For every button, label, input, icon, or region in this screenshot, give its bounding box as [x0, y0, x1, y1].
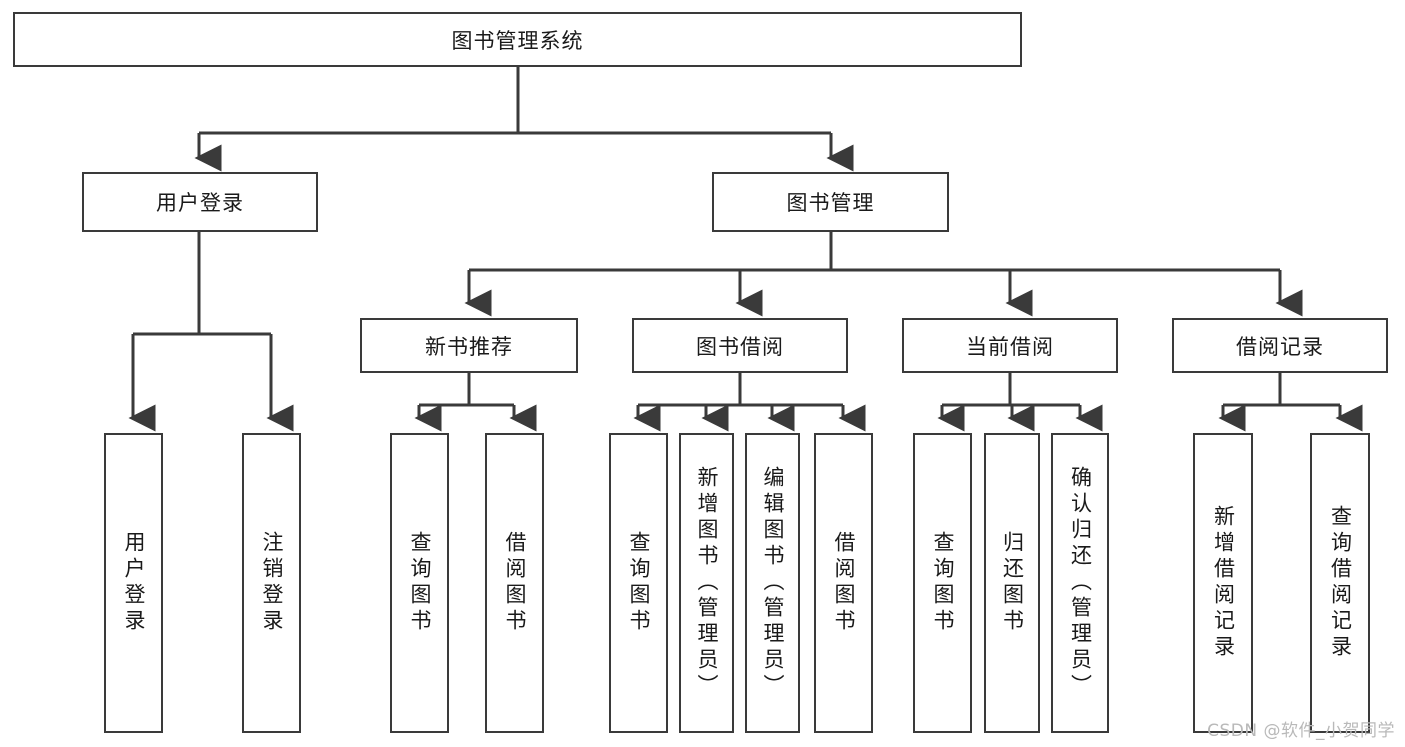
leaf-borrow-book-1[interactable]: 借阅图书 — [485, 433, 544, 733]
leaf-user-logout[interactable]: 注销登录 — [242, 433, 301, 733]
leaf-confirm-return-label: 确认归还（管理员） — [1068, 466, 1093, 700]
leaf-query-book-1[interactable]: 查询图书 — [390, 433, 449, 733]
leaf-add-record[interactable]: 新增借阅记录 — [1193, 433, 1253, 733]
node-root[interactable]: 图书管理系统 — [13, 12, 1022, 67]
leaf-query-book-2[interactable]: 查询图书 — [609, 433, 668, 733]
leaf-borrow-book-2[interactable]: 借阅图书 — [814, 433, 873, 733]
node-new-book-recommend[interactable]: 新书推荐 — [360, 318, 578, 373]
leaf-user-login-label: 用户登录 — [122, 531, 146, 635]
leaf-return-book-label: 归还图书 — [1000, 531, 1025, 635]
node-current-borrow[interactable]: 当前借阅 — [902, 318, 1118, 373]
node-user-login-label: 用户登录 — [156, 191, 244, 215]
leaf-edit-book[interactable]: 编辑图书（管理员） — [745, 433, 800, 733]
leaf-add-book-label: 新增图书（管理员） — [695, 466, 719, 700]
leaf-borrow-book-2-label: 借阅图书 — [832, 531, 856, 635]
node-book-manage[interactable]: 图书管理 — [712, 172, 949, 232]
node-current-borrow-label: 当前借阅 — [966, 334, 1054, 359]
leaf-add-book[interactable]: 新增图书（管理员） — [679, 433, 734, 733]
leaf-query-book-3[interactable]: 查询图书 — [913, 433, 972, 733]
node-book-borrow-label: 图书借阅 — [696, 334, 784, 359]
leaf-edit-book-label: 编辑图书（管理员） — [761, 466, 785, 700]
leaf-user-login[interactable]: 用户登录 — [104, 433, 163, 733]
leaf-borrow-book-1-label: 借阅图书 — [503, 531, 527, 635]
node-user-login[interactable]: 用户登录 — [82, 172, 318, 232]
leaf-query-book-2-label: 查询图书 — [627, 531, 651, 635]
leaf-user-logout-label: 注销登录 — [260, 531, 284, 635]
node-new-book-recommend-label: 新书推荐 — [425, 334, 513, 359]
leaf-query-book-3-label: 查询图书 — [931, 531, 955, 635]
leaf-confirm-return[interactable]: 确认归还（管理员） — [1051, 433, 1109, 733]
leaf-return-book[interactable]: 归还图书 — [984, 433, 1040, 733]
node-borrow-record-label: 借阅记录 — [1236, 334, 1324, 359]
leaf-query-record[interactable]: 查询借阅记录 — [1310, 433, 1370, 733]
watermark: CSDN @软件_小贺同学 — [1207, 721, 1395, 741]
node-borrow-record[interactable]: 借阅记录 — [1172, 318, 1388, 373]
leaf-query-book-1-label: 查询图书 — [408, 531, 432, 635]
node-book-manage-label: 图书管理 — [786, 191, 875, 215]
node-root-label: 图书管理系统 — [451, 28, 584, 53]
node-book-borrow[interactable]: 图书借阅 — [632, 318, 848, 373]
leaf-add-record-label: 新增借阅记录 — [1211, 505, 1236, 661]
leaf-query-record-label: 查询借阅记录 — [1328, 505, 1353, 661]
